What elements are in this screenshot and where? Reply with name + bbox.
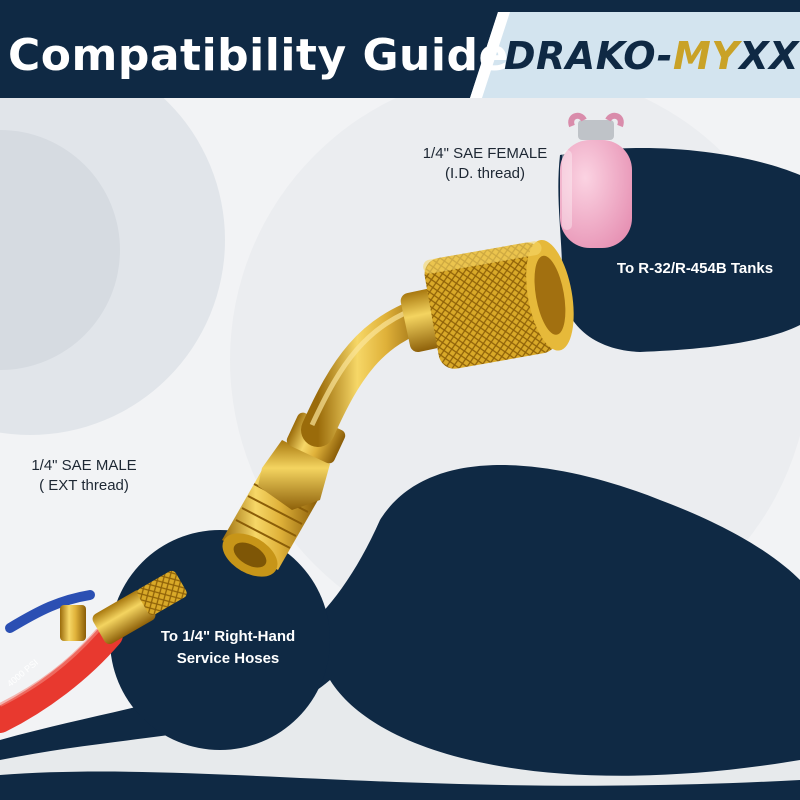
page-title: Compatibility Guide	[8, 30, 509, 81]
brand-part-3: XX	[739, 34, 799, 78]
male-thread-label: 1/4" SAE MALE ( EXT thread)	[14, 456, 154, 496]
tanks-label: To R-32/R-454B Tanks	[616, 260, 774, 277]
refrigerant-tank	[560, 112, 632, 248]
brand-logo: DRAKO-MYXX	[504, 34, 799, 78]
hose-assembly	[0, 570, 187, 733]
female-label-line1: 1/4" SAE FEMALE	[422, 145, 548, 162]
male-label-line1: 1/4" SAE MALE	[31, 457, 137, 474]
hoses-label-line1: To 1/4" Right-Hand	[160, 628, 296, 645]
male-label-line2: ( EXT thread)	[39, 477, 129, 494]
brass-adapter	[222, 239, 574, 577]
brand-part-1: DRAKO-	[504, 34, 674, 78]
female-label-line2: (I.D. thread)	[444, 165, 526, 182]
female-thread-label: 1/4" SAE FEMALE (I.D. thread)	[410, 144, 560, 184]
hoses-label: To 1/4" Right-Hand Service Hoses	[138, 626, 318, 670]
hoses-label-line2: Service Hoses	[176, 650, 280, 667]
brand-part-2: MY	[673, 34, 740, 78]
